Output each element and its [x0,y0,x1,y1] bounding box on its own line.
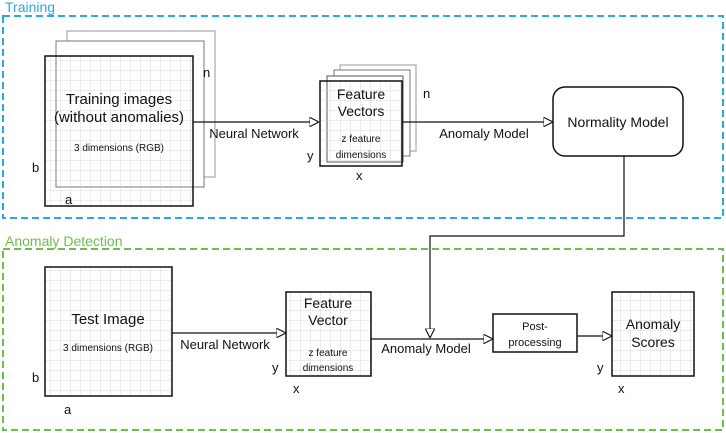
detection-feature-dims-line1: z feature [309,348,348,359]
training-features-dims-line2: dimensions [336,150,387,161]
detection-feature-title-line2: Vector [308,312,348,328]
detection-feature-dims-line2: dimensions [303,363,354,374]
training-images-title-line2: (without anomalies) [54,109,184,126]
anomaly-scores-line2: Scores [631,334,675,350]
post-processing-box [492,313,578,353]
test-image-box [44,266,173,397]
training-images-dims: 3 dimensions (RGB) [74,143,164,154]
detection-section-frame [2,248,724,431]
normality-to-detection-connector [430,156,625,337]
detection-label-b: b [32,370,39,385]
training-arrow1-label: Neural Network [209,126,299,141]
training-images-title-line1: Training images [66,91,172,108]
test-image-title: Test Image [71,311,144,328]
detection-label-x2: x [618,381,625,396]
training-section-frame [2,15,724,219]
training-features-title-line1: Feature [337,86,385,102]
training-image-stack [44,30,216,207]
training-section-label: Training [5,0,55,15]
detection-label-y2: y [597,360,604,375]
training-features-dims-line1: z feature [342,134,381,145]
training-image-front [44,55,194,207]
detection-label-y: y [272,360,279,375]
detection-label-a: a [64,402,72,417]
anomaly-scores-line1: Anomaly [626,316,680,332]
post-processing-line1: Post- [522,321,548,333]
training-label-n-features: n [423,86,430,101]
detection-section-label: Anomaly Detection [5,233,123,249]
detection-label-x: x [293,381,300,396]
training-label-n-images: n [203,65,210,80]
training-feature-stack [319,64,417,167]
training-arrow2-label: Anomaly Model [439,126,529,141]
training-label-y: y [307,148,314,163]
training-label-a: a [65,192,73,207]
detection-feature-box [285,291,372,377]
detection-feature-title-line1: Feature [304,295,352,311]
detection-arrow1-label: Neural Network [180,337,270,352]
post-processing-line2: processing [508,337,561,349]
detection-arrow2-label: Anomaly Model [381,341,471,356]
anomaly-scores-box [611,291,695,377]
training-label-x: x [356,168,363,183]
training-feature-front [319,80,403,167]
training-label-b: b [32,160,39,175]
normality-model-label: Normality Model [567,114,668,130]
training-features-title-line2: Vectors [338,103,385,119]
test-image-dims: 3 dimensions (RGB) [63,343,153,354]
normality-model-box [552,86,684,157]
